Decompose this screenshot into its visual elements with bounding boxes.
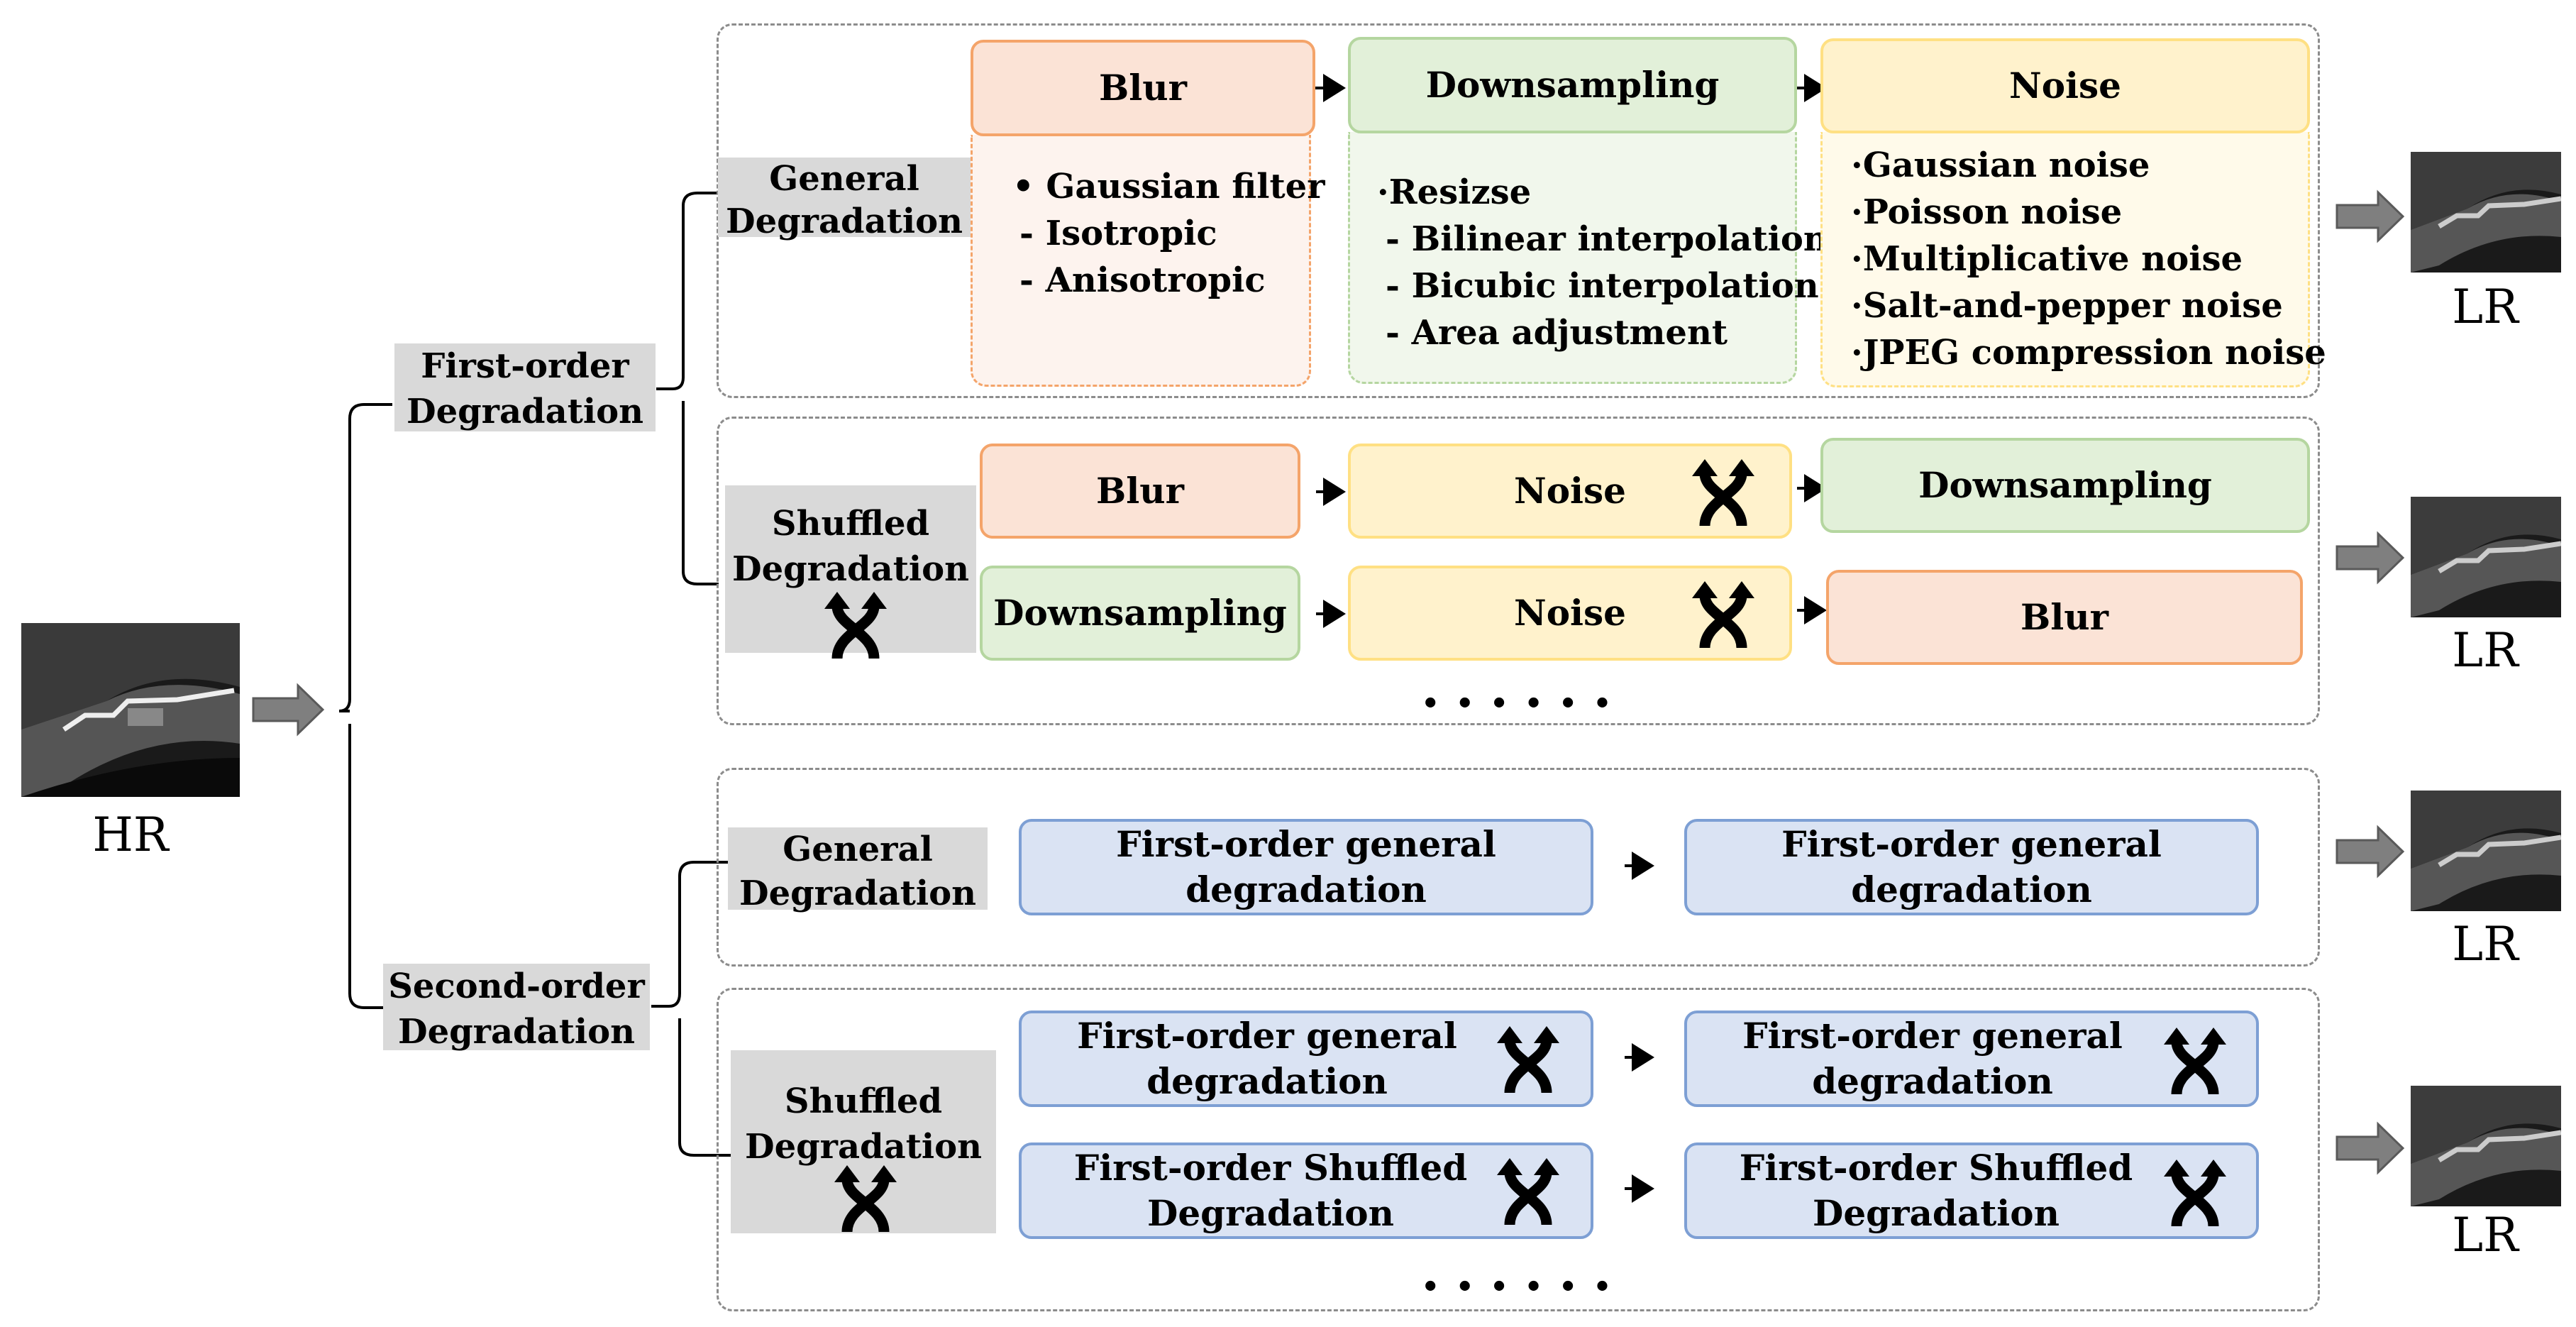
so-shuffled-box-4: First-order Shuffled Degradation <box>1684 1142 2259 1239</box>
lr-image <box>2411 1086 2561 1206</box>
second-order-text: Second-order Degradation <box>388 967 645 1052</box>
lr-label: LR <box>2452 623 2519 678</box>
so-shuffled-box-2-text: First-order general degradation <box>1742 1015 2123 1102</box>
fos-noise-title: Noise <box>1513 470 1626 512</box>
blur-item: • Gaussian filter <box>1012 167 1325 207</box>
fo-shuffled-label-text: Shuffled Degradation <box>731 504 970 589</box>
shuffle-icon <box>834 1165 897 1233</box>
downsampling-item: - Bicubic interpolation <box>1386 266 1819 306</box>
downsampling-item: - Bilinear interpolation <box>1386 219 1828 259</box>
fos-blur-title: Blur <box>1096 470 1184 512</box>
so-shuffled-box-1: First-order general degradation <box>1019 1011 1593 1107</box>
sos-ellipsis: ...... <box>1421 1240 1627 1303</box>
noise-details: ·Gaussian noise ·Poisson noise ·Multipli… <box>1820 132 2326 387</box>
second-order-label: Second-order Degradation <box>383 964 650 1052</box>
noise-item: ·JPEG compression noise <box>1851 333 2326 373</box>
second-order-brace <box>651 861 731 1157</box>
main-brace <box>338 403 392 1009</box>
noise-item: ·Poisson noise <box>1851 192 2123 232</box>
hr-image <box>21 623 240 797</box>
gray-arrow-icon <box>2335 531 2405 585</box>
so-general-box-2: First-order general degradation <box>1684 819 2259 915</box>
shuffle-icon <box>1497 1158 1559 1226</box>
lr-label: LR <box>2452 1208 2519 1262</box>
noise-item: ·Gaussian noise <box>1851 145 2150 185</box>
shuffle-icon <box>1497 1026 1559 1094</box>
so-general-label: General Degradation <box>728 827 988 913</box>
fo-general-label: General Degradation <box>718 158 971 241</box>
first-order-text: First-order Degradation <box>406 346 644 431</box>
so-general-box-1-text: First-order general degradation <box>1116 823 1496 910</box>
fos-downsampling-box: Downsampling <box>1820 438 2310 533</box>
gray-arrow-icon <box>2335 1121 2405 1175</box>
lr-label: LR <box>2452 280 2519 334</box>
fo-downsampling-box: Downsampling <box>1348 37 1797 133</box>
gray-arrow-icon <box>252 683 325 737</box>
so-shuffled-label-text: Shuffled Degradation <box>744 1081 983 1167</box>
fos-downsampling-box-2: Downsampling <box>980 566 1300 661</box>
fo-general-label-text: General Degradation <box>725 159 963 241</box>
fos-blur-title-2: Blur <box>2021 596 2108 638</box>
noise-item: ·Multiplicative noise <box>1851 239 2243 279</box>
fo-noise-box: Noise <box>1820 38 2310 133</box>
hr-label: HR <box>92 808 169 862</box>
shuffle-icon <box>824 592 887 659</box>
fo-blur-title: Blur <box>1099 67 1187 109</box>
first-order-shuffled-panel <box>717 417 2320 725</box>
lr-image <box>2411 791 2561 911</box>
noise-item: ·Salt-and-pepper noise <box>1851 286 2283 326</box>
so-general-box-2-text: First-order general degradation <box>1781 823 2162 910</box>
fo-downsampling-title: Downsampling <box>1425 64 1720 106</box>
so-general-label-text: General Degradation <box>739 830 977 913</box>
so-shuffled-box-3: First-order Shuffled Degradation <box>1019 1142 1593 1239</box>
fos-noise-title-2: Noise <box>1513 592 1626 634</box>
lr-image <box>2411 152 2561 272</box>
so-shuffled-box-1-text: First-order general degradation <box>1077 1015 1457 1102</box>
fo-blur-box: Blur <box>971 40 1315 136</box>
first-order-label: First-order Degradation <box>394 343 656 431</box>
fo-noise-title: Noise <box>2008 65 2121 106</box>
so-general-box-1: First-order general degradation <box>1019 819 1593 915</box>
lr-label: LR <box>2452 917 2519 971</box>
fos-downsampling-title: Downsampling <box>1918 464 2212 506</box>
lr-image <box>2411 497 2561 617</box>
shuffle-icon <box>2164 1028 2226 1095</box>
second-order-shuffled-panel <box>717 988 2320 1311</box>
fos-blur-box-2: Blur <box>1826 570 2303 665</box>
second-order-general-panel <box>717 768 2320 967</box>
first-order-brace <box>656 192 719 585</box>
downsampling-item: ·Resizse <box>1377 172 1532 212</box>
so-shuffled-box-4-text: First-order Shuffled Degradation <box>1739 1147 2133 1234</box>
shuffle-icon <box>1692 581 1754 649</box>
downsampling-details: ·Resizse - Bilinear interpolation - Bicu… <box>1348 132 1828 384</box>
blur-item: - Anisotropic <box>1019 260 1266 300</box>
shuffle-icon <box>2164 1160 2226 1227</box>
fos-blur-box: Blur <box>980 444 1300 539</box>
gray-arrow-icon <box>2335 189 2405 243</box>
gray-arrow-icon <box>2335 825 2405 879</box>
shuffle-icon <box>1692 459 1754 527</box>
fos-downsampling-title-2: Downsampling <box>993 592 1287 634</box>
downsampling-item: - Area adjustment <box>1386 313 1728 353</box>
blur-details: • Gaussian filter - Isotropic - Anisotro… <box>971 135 1325 387</box>
blur-item: - Isotropic <box>1019 214 1217 253</box>
so-shuffled-box-3-text: First-order Shuffled Degradation <box>1073 1147 1468 1234</box>
fos-ellipsis: ...... <box>1421 656 1627 720</box>
first-order-general-panel <box>717 23 2320 398</box>
so-shuffled-box-2: First-order general degradation <box>1684 1011 2259 1107</box>
